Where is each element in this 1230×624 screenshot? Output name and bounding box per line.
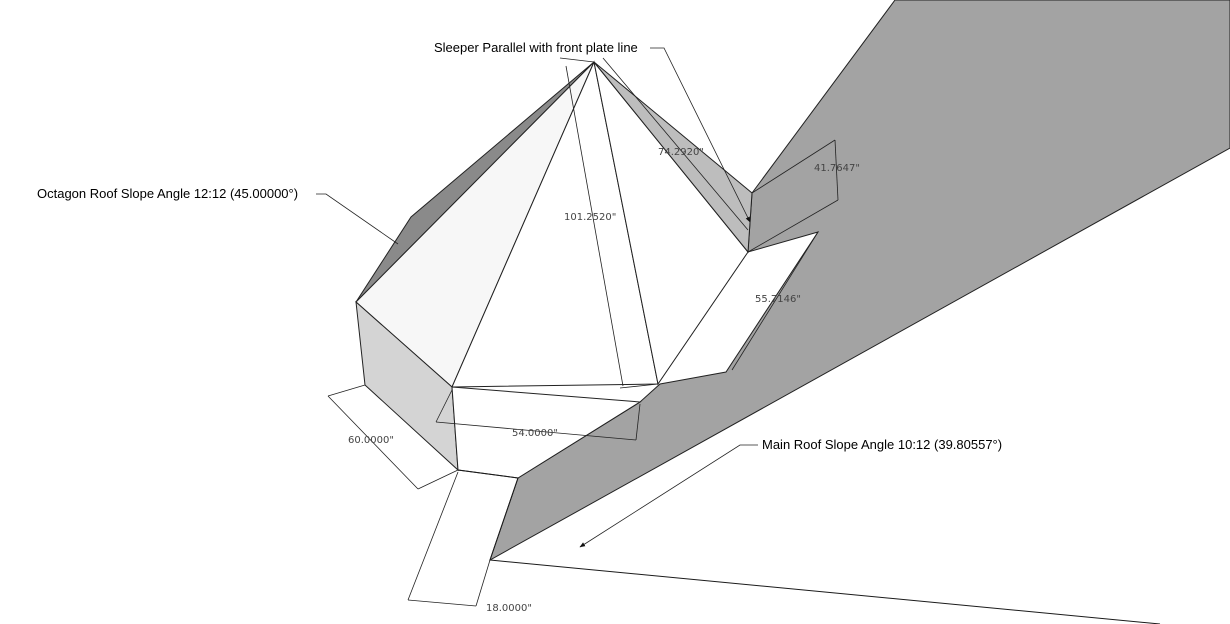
dim-60-label: 60.0000" bbox=[348, 435, 394, 446]
dim-18-ext-right bbox=[475, 559, 491, 607]
wall-base-line bbox=[457, 469, 519, 479]
dim-18-label: 18.0000" bbox=[486, 603, 532, 614]
dim-18-line bbox=[407, 599, 477, 607]
main-slope-callout: Main Roof Slope Angle 10:12 (39.80557°) bbox=[762, 437, 1002, 452]
dim-101-label: 101.2520" bbox=[564, 212, 616, 223]
dim-54-ext-left bbox=[435, 389, 453, 423]
dim-41-line-2 bbox=[834, 139, 839, 201]
dim-54-line bbox=[435, 421, 637, 441]
dim-74-label: 74.2920" bbox=[658, 147, 704, 158]
dim-60-ext-bottom bbox=[417, 469, 459, 490]
dim-101-ext-top bbox=[559, 57, 595, 63]
dim-60-ext-top bbox=[327, 384, 366, 397]
main-slope-leader bbox=[579, 444, 758, 548]
dim-74-line bbox=[602, 57, 749, 231]
wall-drop-line bbox=[489, 477, 519, 561]
dim-41-line-3 bbox=[747, 199, 839, 253]
dim-101-ext-bottom bbox=[619, 383, 659, 389]
sleeper-callout: Sleeper Parallel with front plate line bbox=[434, 40, 638, 55]
dim-55-label: 55.7146" bbox=[755, 294, 801, 305]
dim-18-ext-left bbox=[407, 471, 459, 601]
sleeper-leader bbox=[650, 47, 751, 223]
dim-60-line bbox=[327, 395, 419, 490]
dim-41-line bbox=[751, 139, 836, 194]
dim-54-label: 54.0000" bbox=[512, 428, 558, 439]
octagon-slope-callout: Octagon Roof Slope Angle 12:12 (45.00000… bbox=[37, 186, 298, 201]
base-line bbox=[489, 559, 1161, 624]
octagon-slope-leader bbox=[316, 193, 399, 245]
dim-101-line bbox=[565, 65, 624, 387]
dim-41-label: 41.7647" bbox=[814, 163, 860, 174]
dim-55-line bbox=[731, 231, 819, 371]
dim-54-ext-right bbox=[635, 403, 641, 441]
